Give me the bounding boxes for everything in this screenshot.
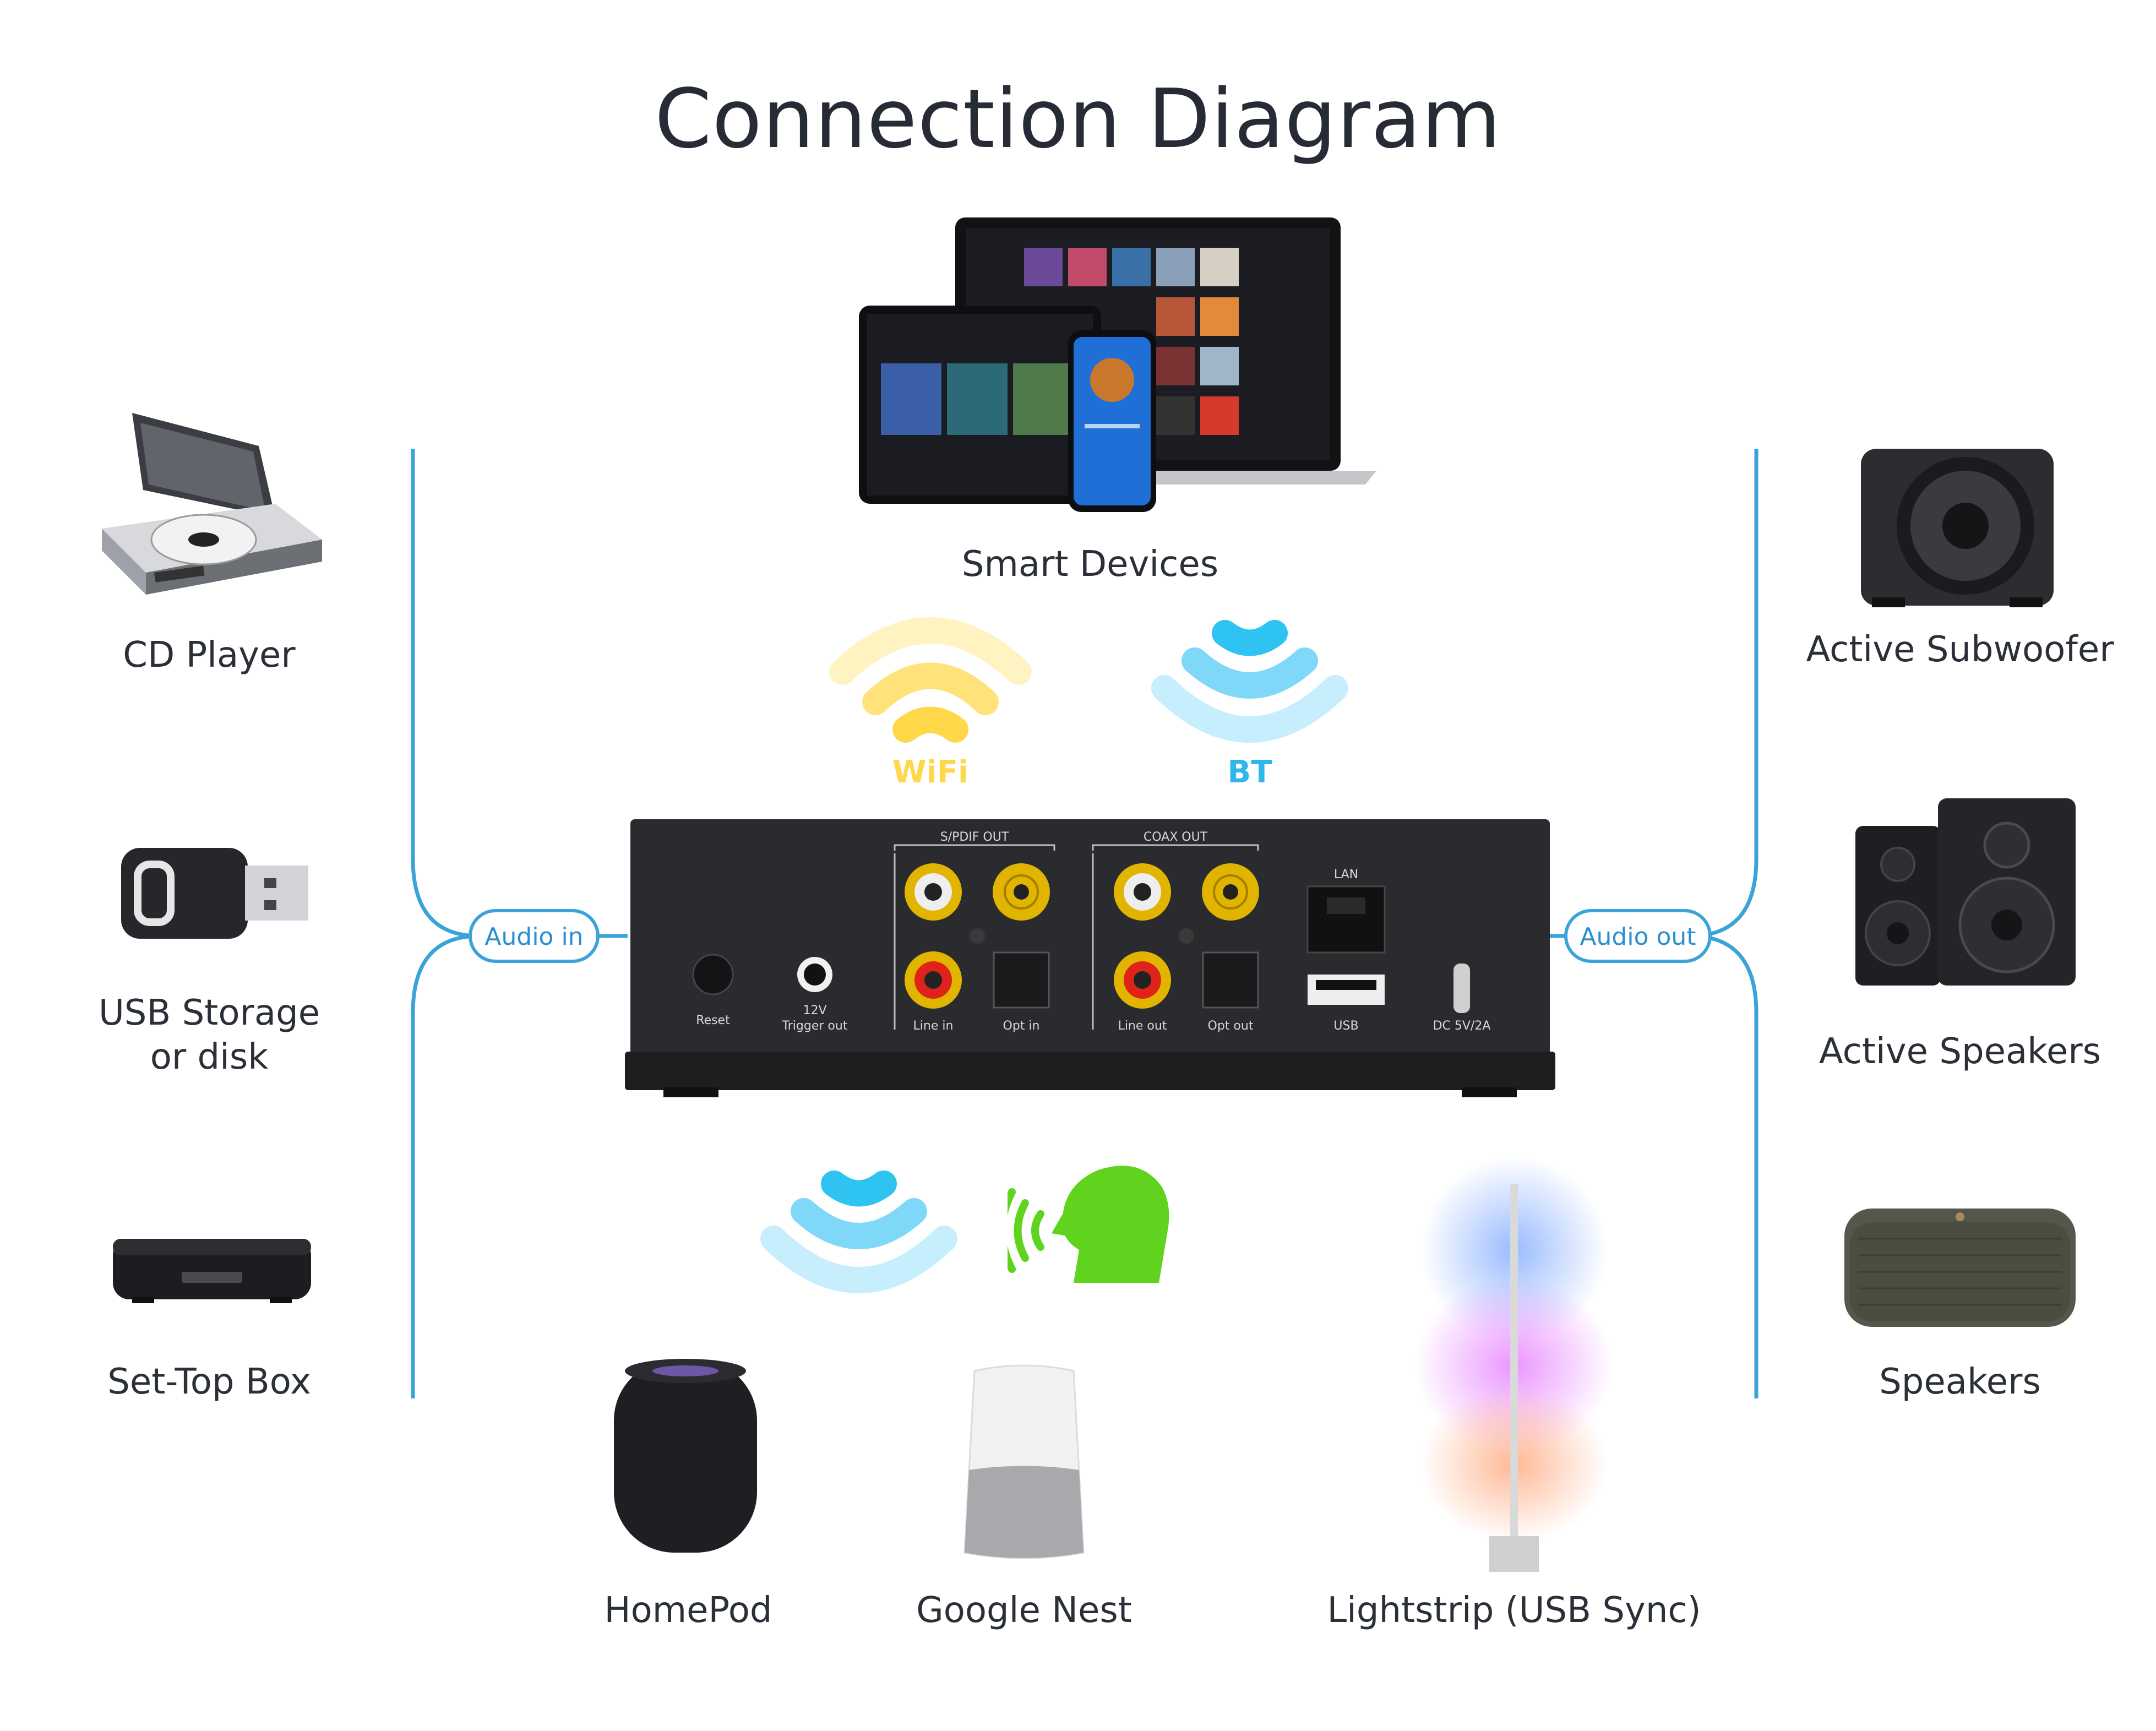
cd-player-image (102, 413, 322, 595)
rca-jacks (905, 863, 1259, 1009)
wifi-icon (829, 617, 1032, 743)
active-subwoofer-image (1861, 449, 2054, 607)
usb-storage-label-line2: or disk (150, 1037, 269, 1077)
coax-out-label: COAX OUT (1144, 830, 1208, 844)
lightstrip-label: Lightstrip (USB Sync) (1327, 1590, 1701, 1631)
dc-label: DC 5V/2A (1433, 1019, 1491, 1033)
bluetooth-icon (1151, 620, 1348, 743)
google-nest-label: Google Nest (916, 1590, 1132, 1631)
page-title: Connection Diagram (655, 72, 1501, 166)
trigger-out-label: Trigger out (782, 1019, 848, 1033)
cd-player-label: CD Player (123, 635, 296, 676)
speakers-image (1844, 1209, 2076, 1327)
bluetooth-waves-icon (760, 1171, 957, 1293)
usb-storage-image (121, 848, 308, 939)
audio-out-connector: Audio out (1564, 909, 1712, 963)
speakers-label: Speakers (1879, 1362, 2041, 1402)
audio-out-label: Audio out (1580, 923, 1696, 951)
google-nest-image (963, 1364, 1085, 1559)
homepod-label: HomePod (604, 1590, 772, 1631)
usb-port-label: USB (1333, 1019, 1358, 1033)
homepod-image (614, 1359, 757, 1553)
smart-devices-label: Smart Devices (961, 544, 1219, 585)
active-speakers-label: Active Speakers (1819, 1031, 2101, 1072)
trigger-12v-label: 12V (803, 1004, 826, 1017)
wifi-label: WiFi (892, 754, 969, 790)
voice-command-icon (1008, 1166, 1169, 1283)
opt-out-label: Opt out (1208, 1019, 1254, 1033)
line-out-label: Line out (1118, 1019, 1167, 1033)
smart-devices-image (859, 217, 1376, 512)
spdif-out-label: S/PDIF OUT (940, 830, 1009, 844)
lightstrip-image (1415, 1156, 1613, 1572)
opt-in-label: Opt in (1003, 1019, 1040, 1033)
lan-label: LAN (1334, 868, 1358, 881)
set-top-box-label: Set-Top Box (107, 1362, 311, 1402)
audio-in-label: Audio in (484, 923, 583, 951)
usb-storage-label: USB Storage (98, 993, 320, 1033)
line-in-label: Line in (913, 1019, 954, 1033)
streamer-device: S/PDIF OUT COAX OUT LAN Reset 12V Trigge… (625, 819, 1555, 1097)
active-speakers-image (1855, 798, 2076, 986)
bt-label: BT (1227, 754, 1272, 790)
audio-in-connector: Audio in (469, 909, 600, 963)
active-subwoofer-label: Active Subwoofer (1806, 629, 2114, 670)
reset-label: Reset (696, 1014, 730, 1027)
set-top-box-image (113, 1239, 311, 1303)
